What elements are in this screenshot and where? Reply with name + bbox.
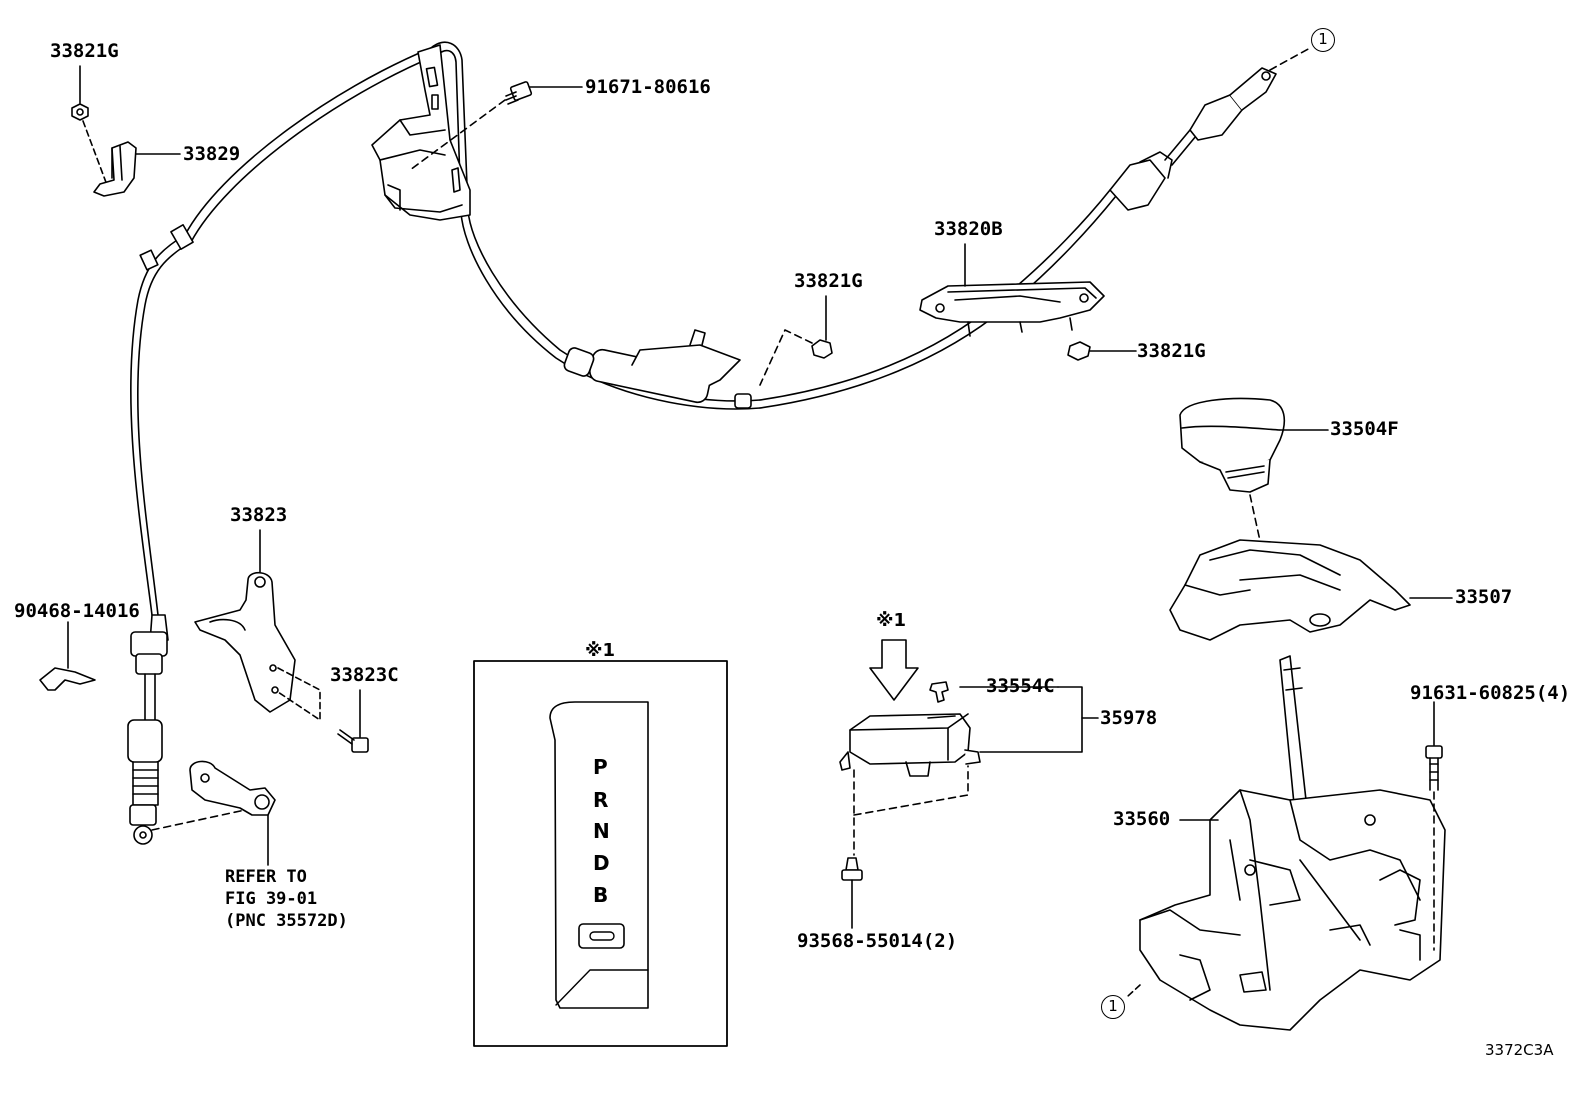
shift-knob-33504f [1179, 397, 1329, 551]
label-33507: 33507 [1455, 586, 1513, 608]
label-35978: 35978 [1100, 707, 1158, 729]
label-33821g-top-left: 33821G [50, 40, 119, 62]
note-mark-arrow: ※1 [876, 610, 907, 631]
housing-cover-33507 [1169, 539, 1453, 641]
label-33554c: 33554C [986, 675, 1055, 697]
label-33820b: 33820B [934, 218, 1003, 240]
view-arrow [869, 639, 919, 701]
diagram-code: 3372C3A [1485, 1041, 1554, 1059]
gear-position-b: B [593, 883, 609, 907]
callout-1-leader-top [1269, 47, 1311, 71]
clip-90468-14016 [39, 621, 96, 691]
label-33821g-right: 33821G [1137, 340, 1206, 362]
bolt-33823c [337, 689, 369, 753]
label-33560: 33560 [1113, 808, 1171, 830]
cable-bracket [371, 44, 471, 221]
bracket-33823 [194, 529, 321, 721]
label-33821g-center: 33821G [794, 270, 863, 292]
nut-33821g-right [1067, 341, 1137, 361]
ecu-35978 [839, 686, 1099, 856]
gear-position-r: R [593, 788, 609, 812]
callout-1-top: 1 [1311, 28, 1335, 52]
clip-33829 [93, 141, 181, 197]
gear-position-p: P [593, 755, 608, 779]
gear-position-d: D [593, 851, 610, 875]
nut-33821g-center [759, 295, 833, 386]
nut-33821g-top [71, 65, 108, 186]
label-33829: 33829 [183, 143, 241, 165]
shift-link-lever [151, 760, 276, 866]
label-91671-80616: 91671-80616 [585, 76, 711, 98]
label-93568-55014: 93568-55014(2) [797, 930, 958, 952]
clip-33554c [929, 681, 949, 703]
label-90468-14016: 90468-14016 [14, 600, 140, 622]
bolt-91671-80616 [409, 81, 583, 171]
label-33823: 33823 [230, 504, 288, 526]
inset-gate-plate [473, 660, 728, 1047]
bolt-91631-60825 [1425, 701, 1443, 951]
shift-lever-assy-33560 [1127, 655, 1446, 1031]
retainer-plate-33820b [919, 243, 1105, 337]
callout-1-bottom: 1 [1101, 995, 1125, 1019]
refer-to-note: REFER TO FIG 39-01 (PNC 35572D) [225, 867, 348, 931]
label-91631-60825: 91631-60825(4) [1410, 682, 1571, 704]
label-33504f: 33504F [1330, 418, 1399, 440]
label-33823c: 33823C [330, 664, 399, 686]
screw-93568-55014 [841, 857, 863, 929]
note-mark-inset: ※1 [585, 640, 616, 661]
gear-position-n: N [593, 819, 610, 843]
